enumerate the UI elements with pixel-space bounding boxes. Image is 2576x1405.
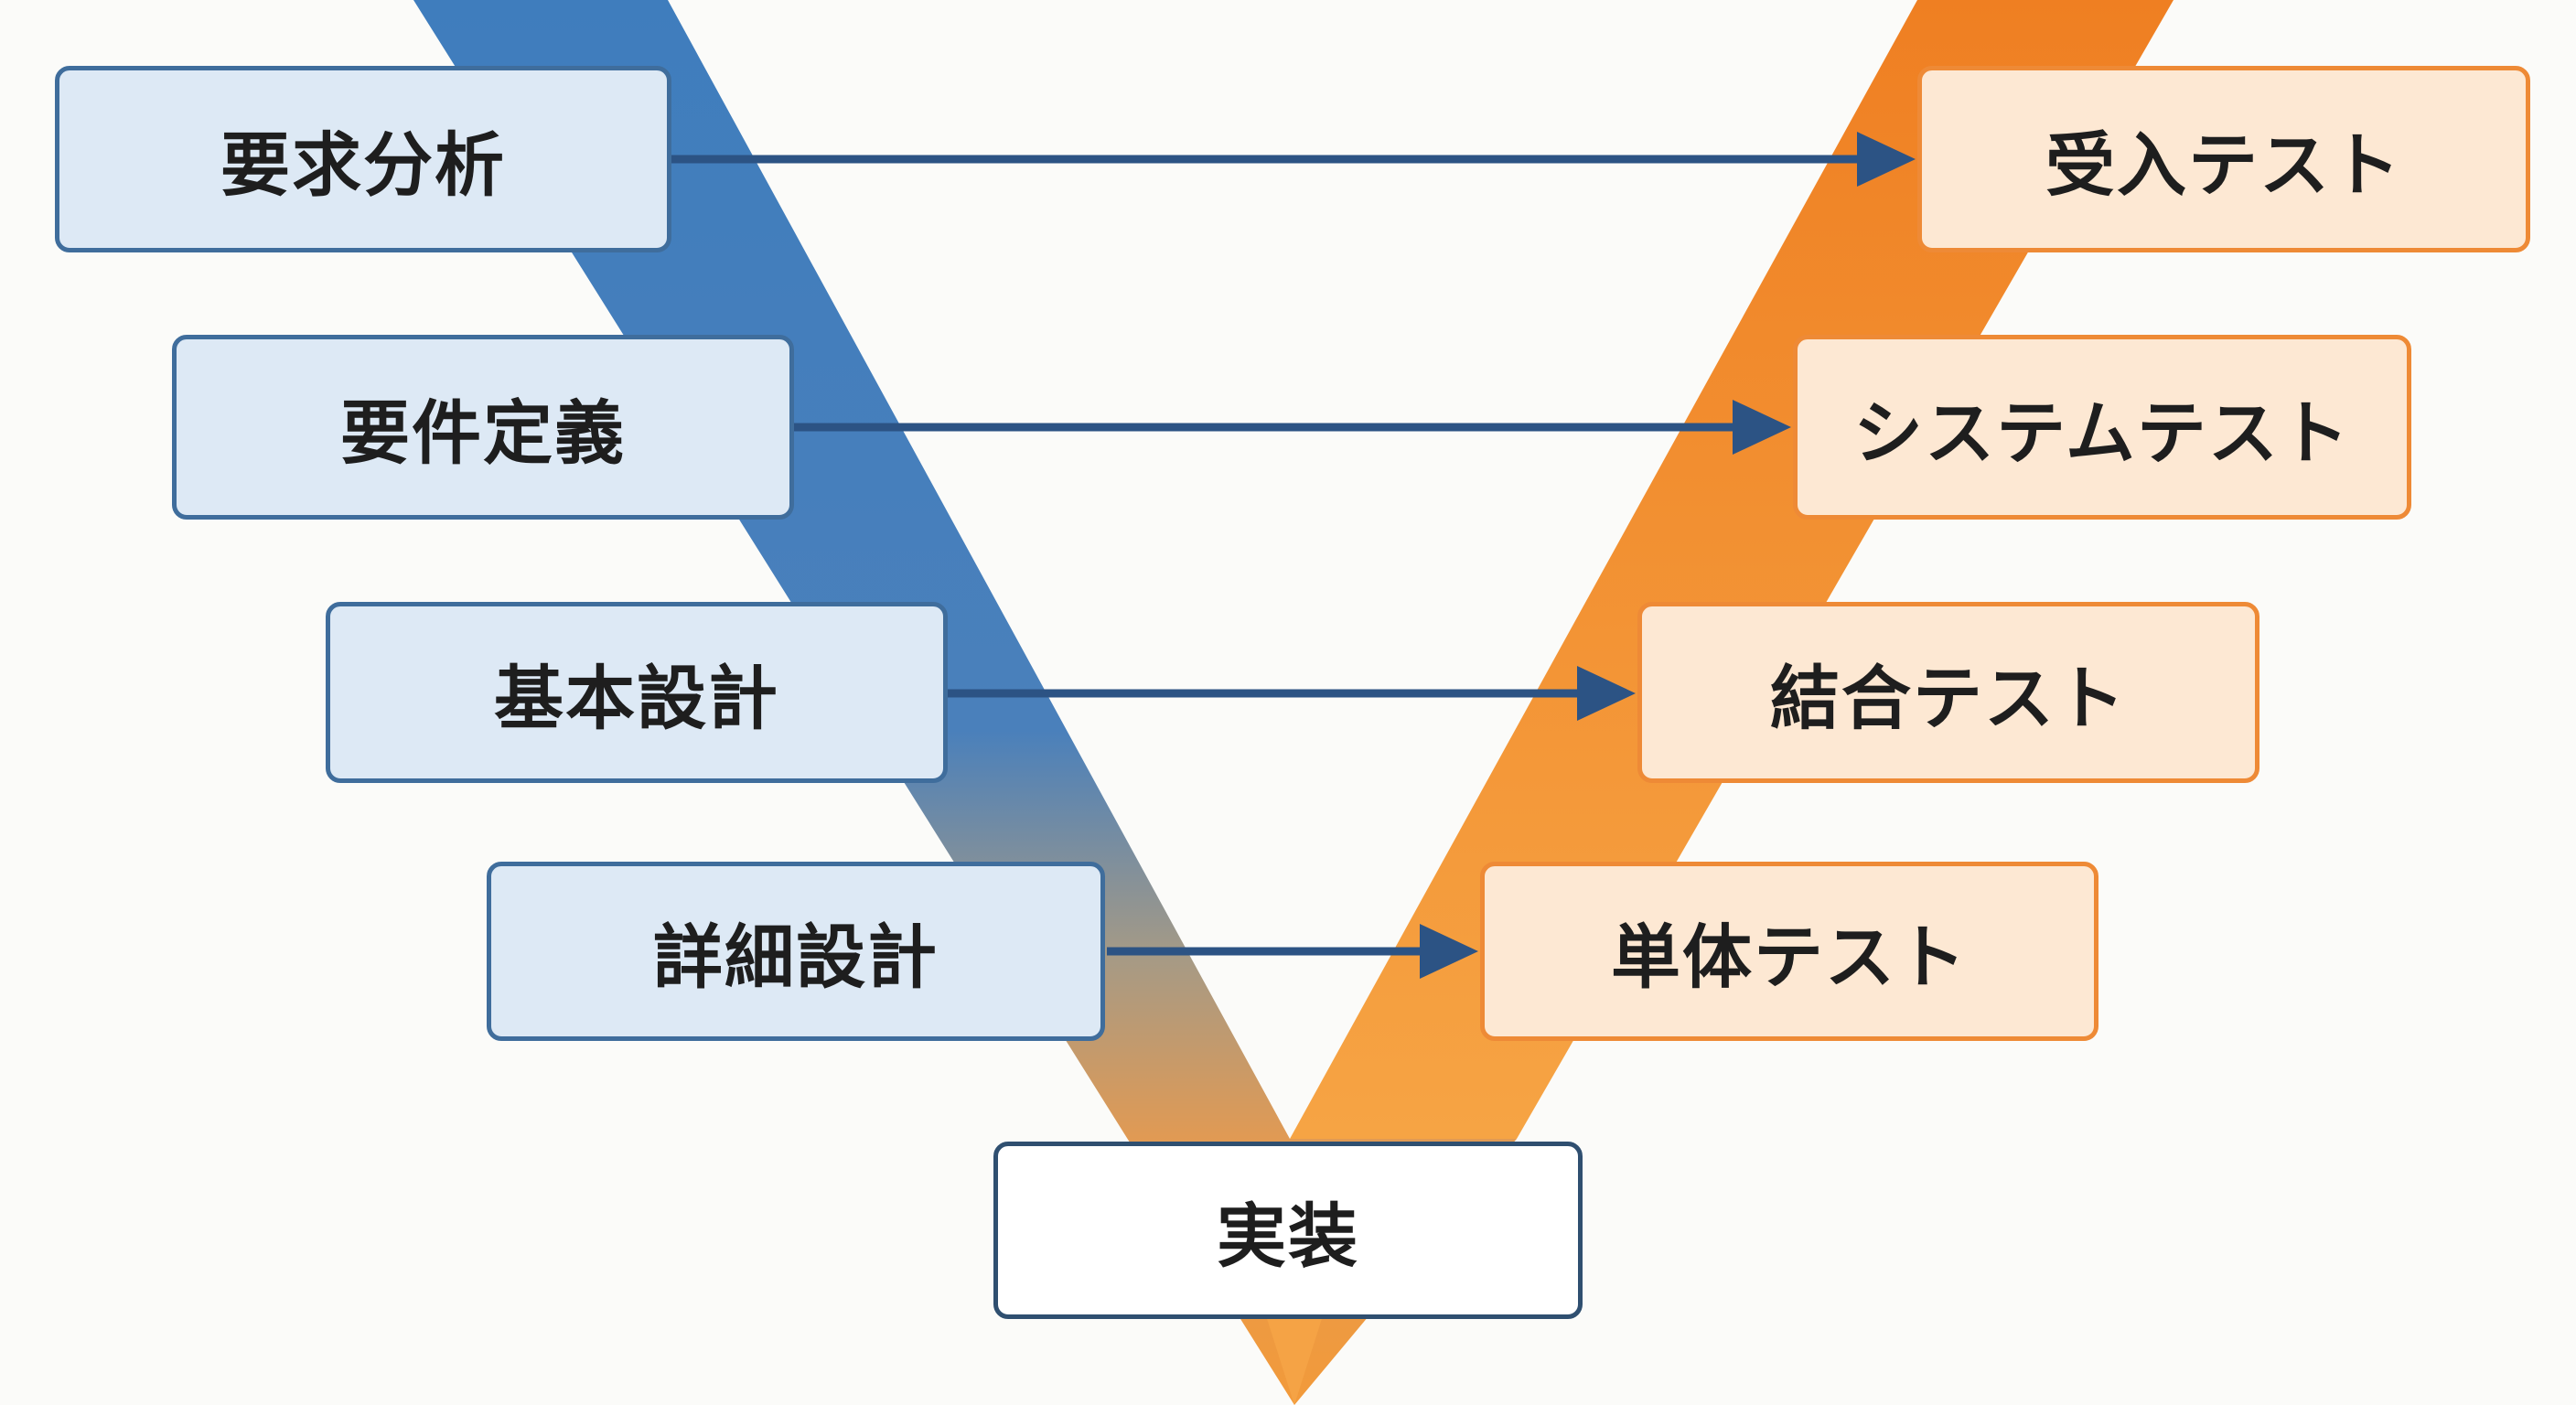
- step-integration-test: 結合テスト: [1637, 602, 2259, 783]
- step-acceptance-test: 受入テスト: [1917, 66, 2530, 252]
- v-right-band: [1290, 0, 2174, 1139]
- arrow-1: [671, 132, 1916, 187]
- arrow-3: [947, 666, 1636, 721]
- step-unit-test: 単体テスト: [1480, 862, 2098, 1041]
- step-requirements-definition: 要件定義: [172, 335, 794, 520]
- arrow-2: [794, 400, 1791, 455]
- step-requirements-analysis: 要求分析: [55, 66, 671, 252]
- step-implementation: 実装: [993, 1142, 1583, 1319]
- step-system-test: システムテスト: [1793, 335, 2411, 520]
- step-detailed-design: 詳細設計: [487, 862, 1105, 1041]
- arrow-4: [1107, 924, 1478, 979]
- step-basic-design: 基本設計: [326, 602, 948, 783]
